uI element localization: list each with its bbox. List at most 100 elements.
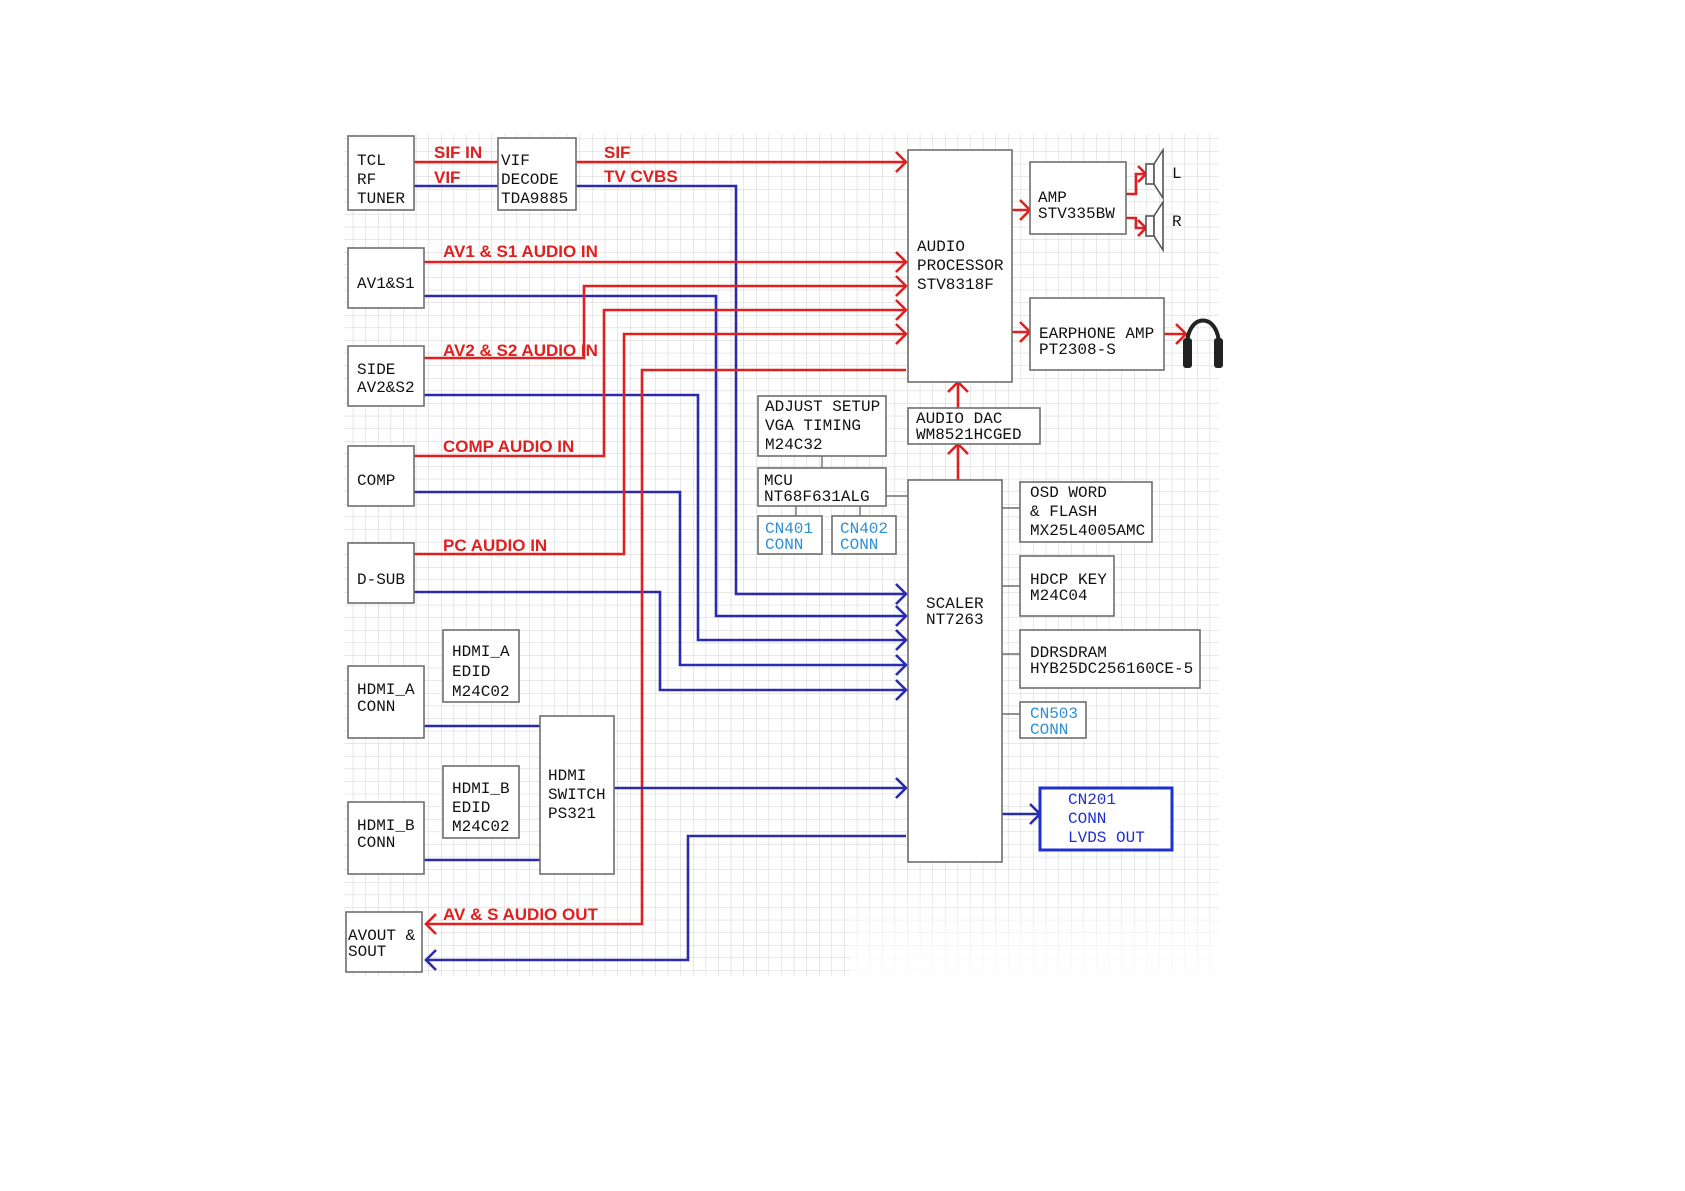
- tuner-line-1: TCL: [357, 152, 386, 170]
- osd-flash-line-3: MX25L4005AMC: [1030, 522, 1145, 540]
- hdmi-a-edid-line-2: EDID: [452, 663, 490, 681]
- hdmi-switch-line-1: HDMI: [548, 767, 586, 785]
- line-comp-audio: [414, 308, 906, 458]
- arrow-pc-audio: [895, 323, 908, 345]
- connections: [414, 151, 1188, 971]
- block-cn503: CN503 CONN: [1019, 701, 1087, 739]
- hdmi-switch-line-2: SWITCH: [548, 786, 606, 804]
- arrow-av-out-audio: [424, 913, 437, 935]
- mcu-line-2: NT68F631ALG: [764, 488, 870, 506]
- line-pc-audio: [414, 332, 906, 556]
- arrow-hdmi-switch: [895, 777, 908, 799]
- block-side-av2s2: SIDE AV2&S2: [347, 345, 425, 407]
- hdmi-switch-line-3: PS321: [548, 805, 596, 823]
- block-osd-flash: OSD WORD & FLASH MX25L4005AMC: [1019, 481, 1153, 543]
- hdmi-a-conn-line-2: CONN: [357, 698, 395, 716]
- headphone-icon: [1183, 318, 1223, 368]
- scaler-line-2: NT7263: [926, 611, 984, 629]
- block-earphone-amp: EARPHONE AMP PT2308-S: [1029, 297, 1165, 371]
- signal-tv-cvbs: TV CVBS: [604, 167, 678, 186]
- tuner-line-2: RF: [357, 171, 376, 189]
- adjust-setup-line-3: M24C32: [765, 436, 823, 454]
- block-cn201: CN201 CONN LVDS OUT: [1038, 786, 1174, 852]
- arrow-av1-video: [895, 605, 908, 627]
- block-dsub: D-SUB: [347, 542, 415, 604]
- arrow-av2-video: [895, 629, 908, 651]
- cn201-line-1: CN201: [1068, 791, 1116, 809]
- block-mcu: MCU NT68F631ALG: [757, 467, 887, 507]
- ddr-line-1: DDRSDRAM: [1030, 644, 1107, 662]
- line-comp-video: [414, 490, 906, 667]
- arrow-av2-audio: [895, 275, 908, 297]
- arrow-headphone: [1175, 323, 1188, 345]
- arrow-comp-video: [895, 654, 908, 676]
- mcu-line-1: MCU: [764, 472, 793, 490]
- signal-av-out-audio: AV & S AUDIO OUT: [443, 905, 599, 924]
- avout-line-1: AVOUT &: [348, 927, 416, 945]
- block-tuner: TCL RF TUNER: [347, 135, 415, 211]
- block-hdmi-a-conn: HDMI_A CONN: [347, 665, 425, 739]
- amp-line-2: STV335BW: [1038, 205, 1115, 223]
- amp-line-1: AMP: [1038, 189, 1067, 207]
- block-scaler: SCALER NT7263: [907, 479, 1003, 863]
- block-ddr: DDRSDRAM HYB25DC256160CE-5: [1019, 629, 1201, 689]
- line-av2-video: [414, 393, 906, 642]
- hdmi-b-edid-line-1: HDMI_B: [452, 780, 510, 798]
- vif-decode-line-3: TDA9885: [501, 190, 568, 208]
- line-spk-l: [1126, 172, 1146, 196]
- block-vif-decode: VIF DECODE TDA9885: [497, 137, 577, 211]
- signal-av1-audio: AV1 & S1 AUDIO IN: [443, 242, 598, 261]
- hdmi-b-edid-line-2: EDID: [452, 799, 490, 817]
- osd-flash-line-1: OSD WORD: [1030, 484, 1107, 502]
- block-audio-dac: AUDIO DAC WM8521HCGED: [907, 407, 1041, 445]
- side-av2s2-line-2: AV2&S2: [357, 379, 415, 397]
- cn201-line-2: CONN: [1068, 810, 1106, 828]
- line-spk-r: [1126, 216, 1146, 230]
- block-av1s1: AV1&S1: [347, 247, 425, 309]
- block-amp: AMP STV335BW: [1029, 161, 1127, 235]
- hdmi-b-conn-line-2: CONN: [357, 834, 395, 852]
- side-av2s2-line-1: SIDE: [357, 361, 395, 379]
- block-hdmi-a-edid: HDMI_A EDID M24C02: [442, 629, 520, 703]
- block-hdcp-key: HDCP KEY M24C04: [1019, 555, 1115, 617]
- adjust-setup-line-2: VGA TIMING: [765, 417, 861, 435]
- avout-line-2: SOUT: [348, 943, 386, 961]
- hdmi-b-conn-line-1: HDMI_B: [357, 817, 415, 835]
- av1s1-label: AV1&S1: [357, 275, 415, 293]
- cn402-line-1: CN402: [840, 520, 888, 538]
- earphone-amp-line-2: PT2308-S: [1039, 341, 1116, 359]
- arrow-comp-audio: [895, 299, 908, 321]
- arrow-tv-cvbs: [895, 583, 908, 605]
- block-hdmi-switch: HDMI SWITCH PS321: [539, 715, 615, 875]
- signal-comp-audio: COMP AUDIO IN: [443, 437, 574, 456]
- hdcp-key-line-2: M24C04: [1030, 587, 1088, 605]
- signal-pc-audio: PC AUDIO IN: [443, 536, 547, 555]
- hdmi-b-edid-line-3: M24C02: [452, 818, 510, 836]
- block-cn401: CN401 CONN: [757, 515, 823, 555]
- line-av-out-video: [426, 834, 906, 962]
- block-adjust-setup: ADJUST SETUP VGA TIMING M24C32: [757, 395, 887, 457]
- scaler-line-1: SCALER: [926, 595, 984, 613]
- adjust-setup-line-1: ADJUST SETUP: [765, 398, 880, 416]
- block-comp: COMP: [347, 445, 415, 507]
- block-avout: AVOUT & SOUT: [345, 911, 423, 973]
- line-av2-audio: [414, 284, 906, 360]
- speaker-right-label: R: [1172, 213, 1182, 231]
- cn503-line-2: CONN: [1030, 721, 1068, 739]
- cn503-line-1: CN503: [1030, 705, 1078, 723]
- arrow-dsub-video: [895, 679, 908, 701]
- hdmi-a-conn-line-1: HDMI_A: [357, 681, 415, 699]
- hdcp-key-line-1: HDCP KEY: [1030, 571, 1107, 589]
- comp-label: COMP: [357, 472, 395, 490]
- line-av1-video: [414, 294, 906, 618]
- tuner-line-3: TUNER: [357, 190, 405, 208]
- cn201-line-3: LVDS OUT: [1068, 829, 1145, 847]
- vif-decode-line-2: DECODE: [501, 171, 559, 189]
- hdmi-a-edid-line-1: HDMI_A: [452, 643, 510, 661]
- arrow-av1-audio: [895, 251, 908, 273]
- dsub-label: D-SUB: [357, 571, 405, 589]
- hdmi-a-edid-line-3: M24C02: [452, 683, 510, 701]
- block-audio-processor: AUDIO PROCESSOR STV8318F: [907, 149, 1013, 383]
- block-cn402: CN402 CONN: [831, 515, 897, 555]
